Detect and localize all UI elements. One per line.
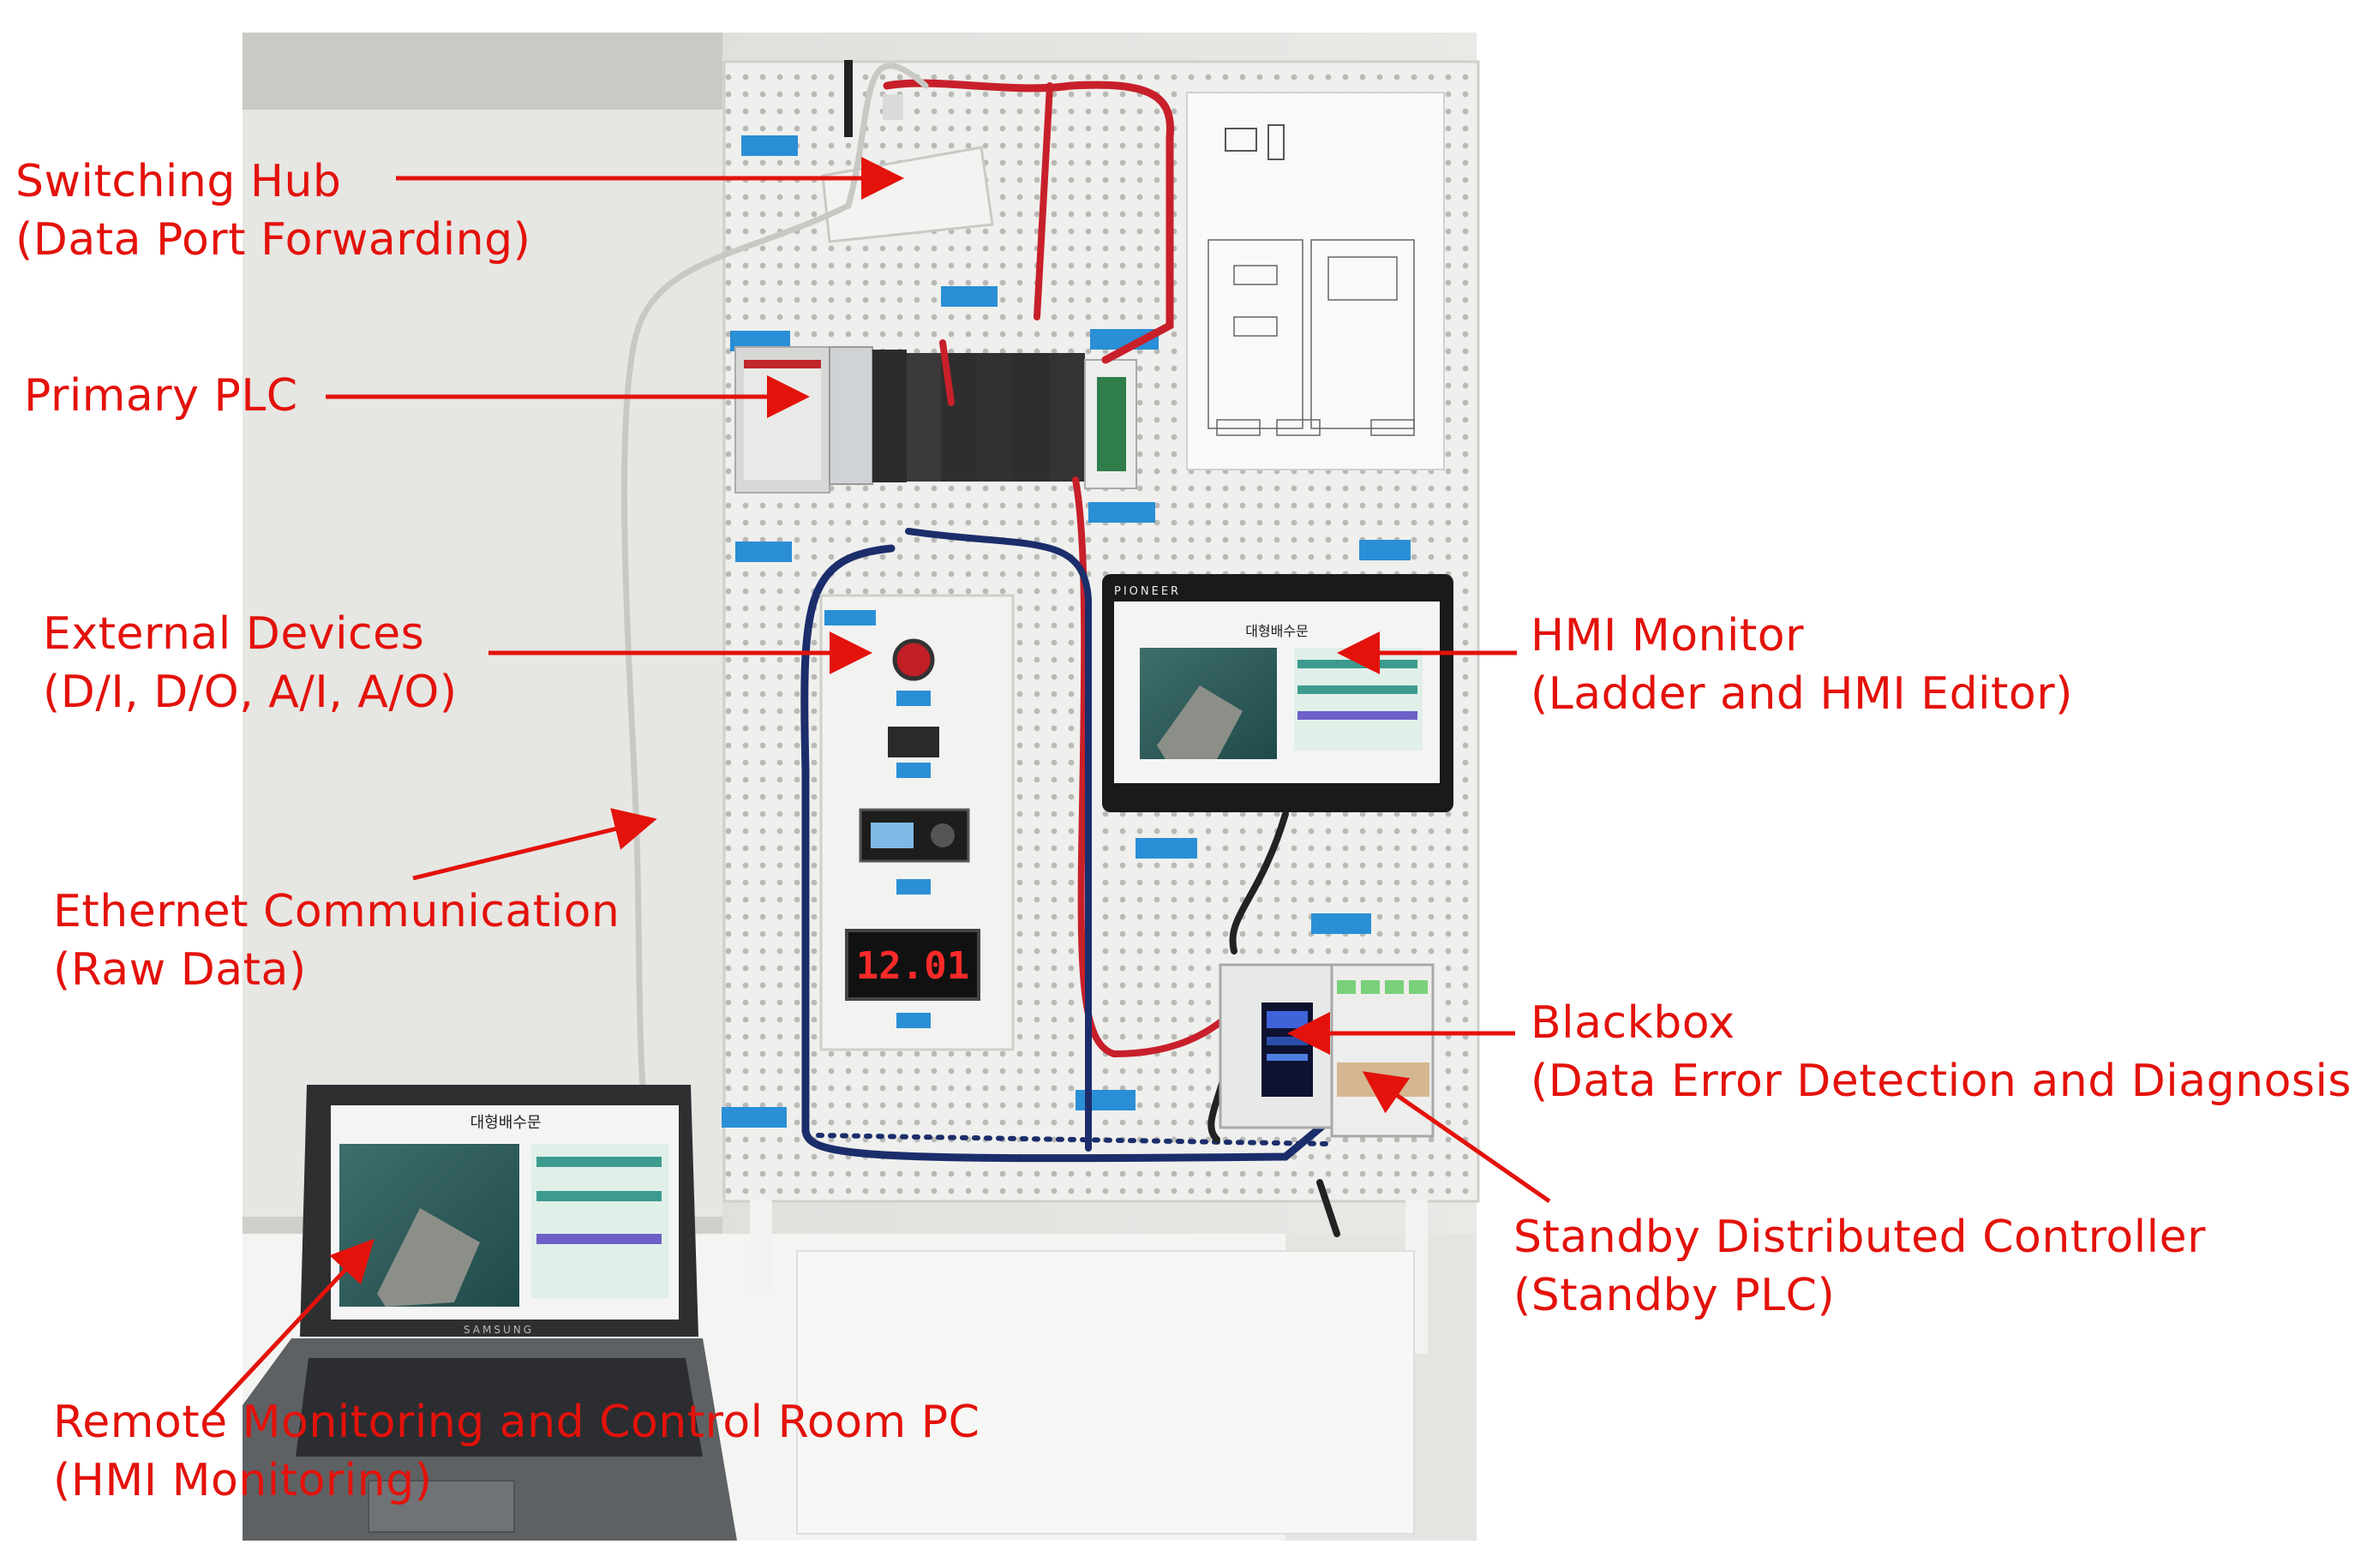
- label-switching-hub-subtitle: (Data Port Forwarding): [15, 214, 531, 266]
- blackbox-device: [1219, 963, 1333, 1129]
- label-external-devices: External Devices (D/I, D/O, A/I, A/O): [43, 605, 458, 721]
- label-external-devices-subtitle: (D/I, D/O, A/I, A/O): [43, 667, 458, 718]
- label-hmi-monitor-subtitle: (Ladder and HMI Editor): [1531, 668, 2073, 720]
- annotation-arrows: [209, 157, 1551, 1415]
- label-primary-plc: Primary PLC: [24, 367, 298, 425]
- arrow-remote-pc: [209, 1238, 375, 1415]
- hmi-brand-logo: PIONEER: [1114, 585, 1181, 598]
- panel-meter-reading: 12.01: [856, 944, 969, 988]
- label-hmi-monitor-title: HMI Monitor: [1531, 610, 1804, 661]
- label-primary-plc-title: Primary PLC: [24, 370, 298, 422]
- external-devices-panel: 12.01: [819, 594, 1015, 1051]
- label-ethernet: Ethernet Communication (Raw Data): [53, 883, 620, 999]
- label-standby-controller: Standby Distributed Controller (Standby …: [1513, 1208, 2206, 1325]
- label-switching-hub-title: Switching Hub: [15, 156, 342, 207]
- label-switching-hub: Switching Hub (Data Port Forwarding): [15, 153, 530, 269]
- hmi-monitor-device: 대형배수문 PIONEER: [1102, 574, 1453, 812]
- laptop-screen-title: 대형배수문: [470, 1114, 542, 1132]
- label-external-devices-title: External Devices: [43, 608, 425, 660]
- label-standby-controller-title: Standby Distributed Controller: [1513, 1212, 2206, 1263]
- label-standby-controller-subtitle: (Standby PLC): [1513, 1270, 1836, 1321]
- system-diagram-sheet: [1186, 92, 1445, 470]
- label-ethernet-subtitle: (Raw Data): [53, 944, 307, 996]
- primary-plc-rack: [734, 346, 1137, 494]
- label-remote-pc-subtitle: (HMI Monitoring): [53, 1455, 433, 1506]
- arrow-ethernet: [412, 808, 657, 881]
- arrow-standby-controller: [1362, 1071, 1551, 1204]
- label-remote-pc: Remote Monitoring and Control Room PC (H…: [53, 1393, 980, 1510]
- label-blackbox: Blackbox (Data Error Detection and Diagn…: [1531, 994, 2355, 1110]
- laptop-device: 대형배수문 SAMSUNG: [243, 1085, 737, 1541]
- label-remote-pc-title: Remote Monitoring and Control Room PC: [53, 1397, 980, 1448]
- label-ethernet-title: Ethernet Communication: [53, 886, 620, 937]
- laptop-brand-logo: SAMSUNG: [464, 1324, 534, 1336]
- label-blackbox-subtitle: (Data Error Detection and Diagnosis): [1531, 1056, 2355, 1107]
- hmi-screen-title: 대형배수문: [1245, 623, 1309, 639]
- label-blackbox-title: Blackbox: [1531, 997, 1735, 1049]
- label-hmi-monitor: HMI Monitor (Ladder and HMI Editor): [1531, 607, 2073, 723]
